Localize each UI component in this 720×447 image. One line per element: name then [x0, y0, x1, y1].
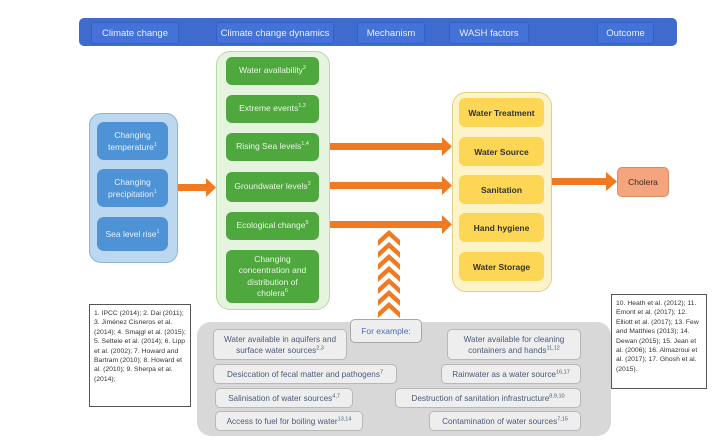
wash-item: Water Treatment	[459, 98, 544, 127]
mechanism-item: Contamination of water sources7,15	[429, 411, 581, 431]
chevron-segment	[378, 242, 400, 258]
references-right: 10. Heath et al. (2012); 11. Emont et al…	[611, 294, 707, 389]
chevron-up-arrow	[378, 230, 400, 318]
climate-item: Changing precipitation1	[97, 169, 168, 207]
wash-item: Hand hygiene	[459, 213, 544, 242]
dynamics-item: Extreme events1,3	[226, 95, 319, 123]
dynamics-item: Ecological change5	[226, 212, 319, 240]
chevron-segment	[378, 302, 400, 318]
wash-factors-group: Water Treatment Water Source Sanitation …	[452, 92, 552, 292]
for-example-label: For example:	[350, 319, 422, 343]
dynamics-item: Rising Sea levels1,4	[226, 133, 319, 161]
header-climate-change: Climate change	[91, 22, 179, 44]
wash-item: Water Source	[459, 137, 544, 166]
chevron-segment	[378, 254, 400, 270]
chevron-segment	[378, 290, 400, 306]
mechanism-examples-group: Water available in aquifers and surface …	[197, 322, 611, 436]
header-mechanism: Mechanism	[357, 22, 425, 44]
header-wash-factors: WASH factors	[449, 22, 529, 44]
wash-item: Water Storage	[459, 252, 544, 281]
references-left: 1. IPCC (2014); 2. Dai (2011); 3. Jiméne…	[89, 304, 191, 407]
climate-item: Sea level rise1	[97, 217, 168, 251]
mechanism-item: Salinisation of water sources4,7	[215, 388, 353, 408]
mechanism-item: Water available in aquifers and surface …	[213, 329, 347, 360]
dynamics-item: Groundwater levels3	[226, 172, 319, 202]
chevron-segment	[378, 278, 400, 294]
header-climate-change-dynamics: Climate change dynamics	[216, 22, 334, 44]
mechanism-item: Access to fuel for boiling water13,14	[215, 411, 363, 431]
header-outcome: Outcome	[597, 22, 654, 44]
arrow-rising-sea-to-wash	[329, 137, 452, 156]
climate-dynamics-group: Water availability2 Extreme events1,3 Ri…	[216, 51, 330, 310]
mechanism-item: Water available for cleaning containers …	[447, 329, 581, 360]
dynamics-item: Water availability2	[226, 57, 319, 85]
arrow-ecological-to-wash	[329, 215, 452, 234]
mechanism-item: Rainwater as a water source16,17	[441, 364, 581, 384]
chevron-segment	[378, 266, 400, 282]
header-bar: Climate change Climate change dynamics M…	[79, 18, 677, 46]
arrow-groundwater-to-wash	[329, 176, 452, 195]
wash-item: Sanitation	[459, 175, 544, 204]
arrow-climate-to-dynamics	[176, 178, 216, 197]
dynamics-item: Changing concentration and distribution …	[226, 250, 319, 303]
chevron-segment	[378, 230, 400, 246]
climate-item: Changing temperature1	[97, 122, 168, 160]
mechanism-item: Destruction of sanitation infrastructure…	[395, 388, 581, 408]
mechanism-item: Desiccation of fecal matter and pathogen…	[213, 364, 397, 384]
outcome-cholera: Cholera	[617, 167, 669, 197]
climate-change-group: Changing temperature1 Changing precipita…	[89, 113, 178, 263]
arrow-wash-to-cholera	[551, 172, 617, 191]
